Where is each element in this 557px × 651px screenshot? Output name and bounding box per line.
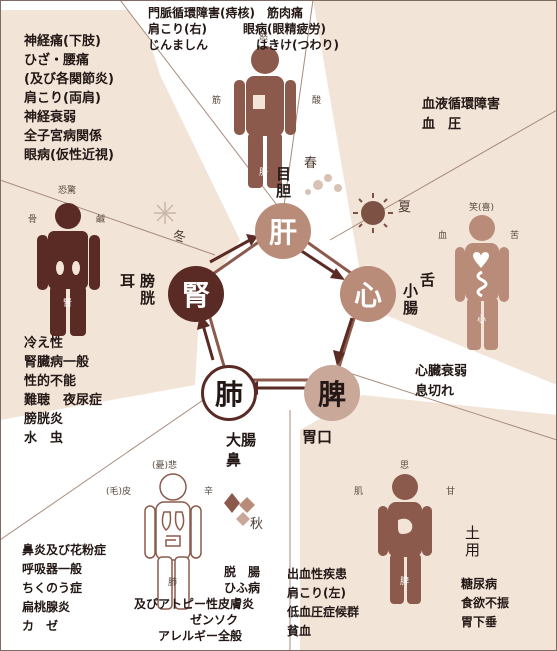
organ-spleen: 脾 — [304, 365, 360, 421]
season-spring: 春 — [304, 156, 318, 171]
autumn-leaves-icon — [224, 493, 255, 526]
lung-body-figure — [144, 473, 202, 610]
lung-organ-mark — [161, 511, 185, 547]
cherry-blossom-icon — [305, 174, 342, 195]
spleen-disease-right-3: 胃下垂 — [461, 615, 498, 629]
kidney-paired-bladder-2: 胱 — [140, 289, 156, 307]
spleen-disease-left-4: 貧血 — [287, 624, 312, 638]
kidney-disease-top-3: (及び各関節炎) — [24, 72, 114, 87]
kidney-paired-bladder-1: 膀 — [140, 272, 156, 290]
kidney-disease-bottom-4: 難聴 夜尿症 — [24, 393, 103, 408]
liver-body-label: 肝 — [259, 168, 269, 178]
lung-flavor: 辛 — [204, 487, 214, 497]
spleen-disease-right-2: 食欲不振 — [461, 596, 510, 610]
divider-line — [0, 384, 226, 541]
lung-body-label: 肺 — [168, 578, 178, 588]
heart-disease-1: 血液循環障害 — [422, 97, 501, 112]
liver-tissue: 筋 — [212, 96, 222, 106]
kidney-sense-ear: 耳 — [120, 272, 136, 290]
kidney-tissue: 骨 — [28, 215, 38, 225]
snowflake-icon — [154, 202, 176, 224]
lung-disease-left-1: 鼻炎及び花粉症 — [22, 543, 107, 557]
kidney-organ-mark — [56, 261, 80, 275]
organ-heart: 心 — [340, 266, 396, 322]
heart-sense-tongue: 舌 — [420, 271, 436, 289]
kidney-flavor: 鹹 — [96, 215, 106, 225]
lung-disease-left-5: カ ゼ — [22, 619, 59, 633]
spleen-disease-right-1: 糖尿病 — [461, 577, 498, 591]
divider-line — [339, 369, 557, 441]
kidney-disease-top-1: 神経痛(下肢) — [24, 34, 101, 49]
heart-disease-3: 心臓衰弱 — [415, 364, 468, 379]
liver-emotion: 怒 — [259, 33, 269, 43]
season-winter: 冬 — [173, 230, 187, 245]
divider-line — [0, 179, 216, 256]
organ-liver: 肝 — [255, 203, 311, 259]
lung-disease-left-4: 扁桃腺炎 — [22, 600, 71, 614]
heart-organ-mark — [473, 252, 489, 268]
heart-flavor: 苦 — [510, 231, 520, 241]
season-late-summer: 土用 — [465, 524, 481, 559]
liver-disease-line-2: 肩こり(右) 眼病(眼精疲労) — [148, 22, 326, 36]
lung-disease-right-2: ひふ病 — [224, 581, 261, 595]
lung-disease-left-3: ちくのう症 — [22, 581, 83, 595]
lung-disease-right-5: アレルギー全般 — [158, 629, 243, 643]
organ-lung: 肺 — [201, 365, 257, 421]
sun-icon — [353, 193, 393, 233]
lung-disease-right-1: 脱 腸 — [224, 565, 261, 579]
lung-sense-nose: 鼻 — [226, 451, 242, 469]
spleen-flavor: 甘 — [446, 487, 456, 497]
kidney-disease-top-5: 神経衰弱 — [24, 110, 77, 125]
stomach-organ-mark — [398, 518, 413, 534]
spleen-disease-left-3: 低血圧症候群 — [287, 605, 360, 619]
kidney-disease-bottom-3: 性的不能 — [24, 374, 77, 389]
heart-paired-intestine: 腸 — [403, 299, 419, 317]
heart-emotion: 笑(喜) — [469, 203, 495, 213]
kidney-disease-bottom-1: 冷え性 — [24, 336, 64, 351]
liver-flavor: 酸 — [312, 96, 322, 106]
spleen-emotion: 思 — [400, 461, 410, 471]
lung-disease-right-4: ゼンソク — [190, 613, 239, 627]
kidney-disease-top-7: 眼病(仮性近視) — [24, 148, 114, 163]
season-autumn: 秋 — [250, 517, 264, 532]
kidney-body-figure — [37, 203, 100, 336]
liver-sense-eye: 目 — [276, 165, 292, 183]
kidney-disease-bottom-6: 水 虫 — [24, 431, 64, 446]
organ-kidney: 腎 — [168, 266, 224, 322]
kidney-disease-top-2: ひざ・腰痛 — [24, 53, 90, 68]
heart-paired-small: 小 — [403, 282, 419, 300]
lung-emotion: (憂)悲 — [152, 461, 178, 471]
lung-disease-left-2: 呼吸器一般 — [22, 562, 83, 576]
kidney-emotion: 恐驚 — [58, 186, 77, 196]
heart-disease-4: 息切れ — [415, 384, 455, 399]
heart-disease-2: 血 圧 — [422, 117, 462, 132]
season-summer: 夏 — [398, 200, 412, 215]
heart-body-label: 心 — [477, 315, 487, 325]
lung-disease-right-3: 及びアトピー性皮膚炎 — [134, 597, 255, 611]
lung-tissue: (毛)皮 — [106, 487, 132, 497]
kidney-disease-bottom-5: 膀胱炎 — [24, 412, 64, 427]
lung-paired-large-intestine: 大腸 — [226, 431, 257, 449]
spleen-body-label: 脾 — [400, 577, 410, 587]
liver-organ-mark — [253, 95, 265, 109]
divider-line — [282, 0, 314, 214]
kidney-disease-bottom-2: 腎臓病一般 — [24, 355, 90, 370]
heart-tissue: 血 — [438, 231, 448, 241]
spleen-disease-left-2: 肩こり(左) — [287, 586, 346, 600]
liver-paired-gallbladder: 胆 — [276, 182, 292, 200]
intestine-mark — [476, 270, 488, 298]
spleen-tissue: 肌 — [354, 487, 364, 497]
liver-disease-line-1: 門脈循環障害(痔核) 筋肉痛 — [148, 6, 303, 20]
kidney-disease-top-4: 肩こり(両肩) — [24, 91, 101, 106]
kidney-body-label: 腎 — [63, 299, 73, 309]
liver-disease-line-3: じんましん はきけ(つわり) — [148, 38, 339, 52]
kidney-disease-top-6: 全子宮病関係 — [24, 129, 103, 144]
cycle-arrows — [201, 238, 354, 390]
spleen-disease-left-1: 出血性疾患 — [287, 567, 348, 581]
spleen-paired-stomach-mouth: 胃口 — [302, 428, 333, 446]
